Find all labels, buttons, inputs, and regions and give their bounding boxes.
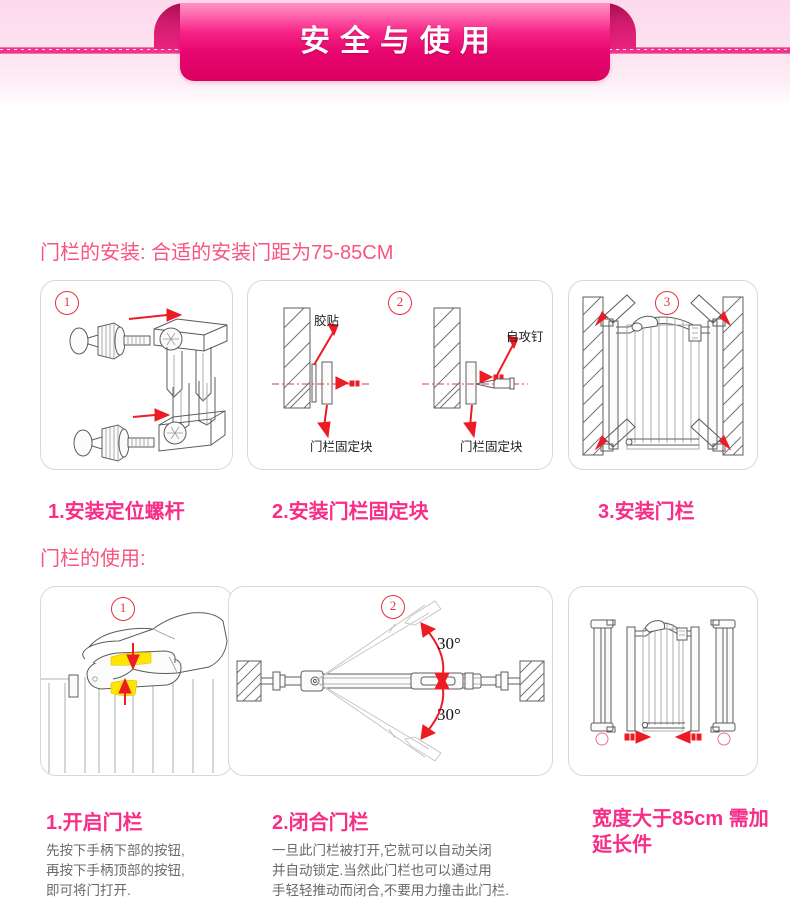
install-panel-1-diagram bbox=[69, 308, 228, 462]
usage-description-1: 先按下手柄下部的按钮, 再按下手柄顶部的按钮, 即可将门打开. bbox=[46, 843, 185, 898]
usage-caption-2: 2.闭合门栏 bbox=[272, 812, 369, 834]
arrow-top-right bbox=[690, 294, 732, 327]
angle-label-top: 30° bbox=[437, 634, 461, 653]
install-panel-1: 1 bbox=[40, 280, 233, 470]
label-fixing-block-right: 门栏固定块 bbox=[460, 440, 523, 454]
install-caption-3: 3.安装门栏 bbox=[598, 501, 695, 523]
usage-panel-3 bbox=[568, 586, 758, 776]
ribbon-banner bbox=[180, 3, 610, 81]
install-panel-2-badge: 2 bbox=[388, 291, 412, 315]
install-panel-3-badge: 3 bbox=[655, 291, 679, 315]
arrow-top-left bbox=[594, 294, 636, 327]
label-fixing-block-left: 门栏固定块 bbox=[310, 440, 373, 454]
install-section-heading: 门栏的安装: 合适的安装门距为75-85CM bbox=[40, 242, 394, 264]
usage-panel-1-badge: 1 bbox=[111, 597, 135, 621]
extension-arrow-left bbox=[624, 730, 652, 744]
arrow-bottom-left bbox=[594, 418, 636, 451]
arrow-bottom-right bbox=[690, 418, 732, 451]
extension-arrow-right bbox=[674, 730, 702, 744]
usage-description-2: 一旦此门栏被打开,它就可以自动关闭 并自动锁定.当然此门栏也可以通过用 手轻轻推… bbox=[272, 843, 510, 898]
usage-panel-3-diagram bbox=[590, 619, 736, 746]
install-panel-2: 2 胶贴 自攻钉 门栏固定块 门栏固定块 bbox=[247, 280, 553, 470]
usage-caption-3: 宽度大于85cm 需加延长件 bbox=[592, 808, 769, 856]
label-adhesive: 胶贴 bbox=[314, 314, 340, 328]
install-caption-1: 1.安装定位螺杆 bbox=[48, 501, 185, 523]
install-panel-3-diagram bbox=[582, 294, 744, 456]
install-panel-1-badge: 1 bbox=[55, 291, 79, 315]
usage-panel-1: 1 bbox=[40, 586, 233, 776]
ribbon-gloss bbox=[180, 3, 610, 33]
install-panel-2-diagram bbox=[272, 307, 528, 439]
page-title: 安全与使用 bbox=[300, 25, 500, 58]
usage-section-heading: 门栏的使用: bbox=[40, 548, 146, 570]
label-self-tapping-screw: 自攻钉 bbox=[506, 330, 544, 344]
usage-caption-1: 1.开启门栏 bbox=[46, 812, 143, 834]
usage-panel-2-badge: 2 bbox=[381, 595, 405, 619]
angle-label-bottom: 30° bbox=[437, 705, 461, 724]
usage-panel-2-diagram bbox=[236, 600, 545, 762]
install-panel-3: 3 bbox=[568, 280, 758, 470]
install-caption-2: 2.安装门栏固定块 bbox=[272, 501, 429, 523]
page-header: 安全与使用 bbox=[0, 0, 790, 108]
usage-panel-2: 2 30° 30° bbox=[228, 586, 553, 776]
usage-panel-1-diagram bbox=[41, 612, 228, 773]
